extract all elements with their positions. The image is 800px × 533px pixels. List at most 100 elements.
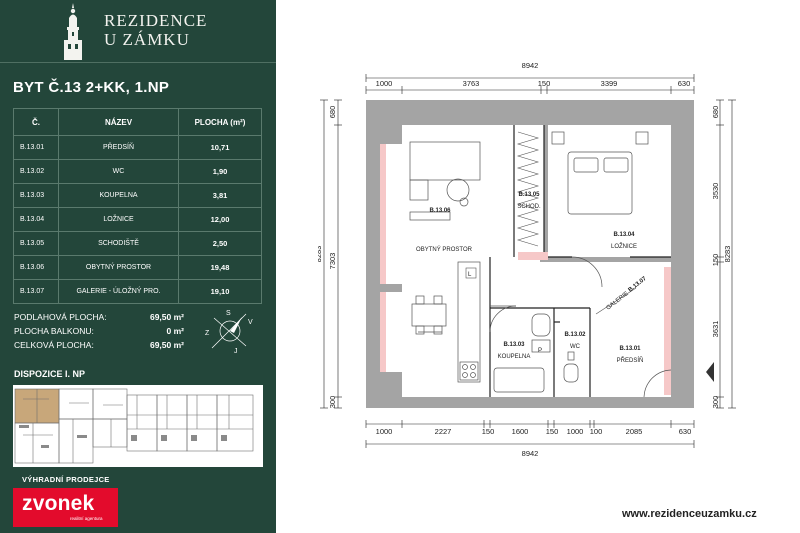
disposition-title: DISPOZICE I. NP: [14, 369, 86, 379]
dim-bottom: 1000: [567, 427, 584, 436]
compass-north: S: [226, 310, 231, 317]
dim-top: 1000: [376, 79, 393, 88]
brand-line-2: U ZÁMKU: [104, 30, 190, 49]
dim-bottom: 630: [679, 427, 692, 436]
compass-east: V: [248, 319, 253, 326]
room-area: 2,50: [178, 231, 262, 256]
compass-icon: S V Z J: [205, 310, 253, 354]
room-code-05: B.13.05: [518, 192, 540, 198]
entrance-arrow-icon: [706, 362, 714, 382]
room-number: B.13.03: [13, 183, 59, 208]
dim-bottom-total: 8942: [522, 449, 539, 458]
info-panel: REZIDENCE U ZÁMKU BYT Č.13 2+KK, 1.NP Č.…: [0, 0, 276, 533]
room-name-03: KOUPELNA: [498, 354, 531, 360]
table-header-row: Č. NÁZEV PLOCHA (m²): [13, 108, 262, 136]
room-number: B.13.07: [13, 279, 59, 304]
site-plan-image: [13, 385, 263, 467]
dim-right-outer: 8283: [723, 246, 732, 263]
room-number: B.13.01: [13, 135, 59, 160]
bath-mark: P: [538, 348, 542, 354]
stair: [516, 131, 540, 247]
room-name-01: PŘEDSÍŇ: [617, 356, 644, 364]
dim-bottom: 1600: [512, 427, 529, 436]
room-code-01: B.13.01: [619, 346, 641, 352]
dim-top-total: 8942: [522, 61, 539, 70]
agency-name: zvonek: [22, 492, 95, 515]
gallery-arrow: [595, 287, 637, 315]
room-name-04: LOŽNICE: [611, 242, 637, 250]
summary-label: PLOCHA BALKONU:: [14, 326, 94, 336]
summary-value: 0 m²: [166, 326, 184, 336]
room-name: SCHODIŠTĚ: [58, 231, 179, 256]
dim-right: 680: [711, 106, 720, 119]
logo-area: REZIDENCE U ZÁMKU: [0, 0, 276, 63]
brand-line-1: REZIDENCE: [104, 11, 208, 30]
room-name: LOŽNICE: [58, 207, 179, 232]
dim-top: 630: [678, 79, 691, 88]
room-name: PŘEDSÍŇ: [58, 135, 179, 160]
room-number: B.13.02: [13, 159, 59, 184]
agency-logo: zvonek realitní agentura: [13, 488, 118, 527]
dim-bottom: 1000: [376, 427, 393, 436]
exclusive-seller-label: VÝHRADNÍ PRODEJCE: [22, 475, 110, 484]
room-area: 3,81: [178, 183, 262, 208]
website-url[interactable]: www.rezidenceuzamku.cz: [622, 508, 757, 520]
summary-balcony-area: PLOCHA BALKONU: 0 m²: [14, 324, 184, 338]
room-name: KOUPELNA: [58, 183, 179, 208]
dim-top: 3763: [463, 79, 480, 88]
dim-right: 300: [711, 396, 720, 409]
compass-west: Z: [205, 330, 210, 337]
room-name-05: SCHOD.: [517, 204, 541, 210]
room-number: B.13.04: [13, 207, 59, 232]
header-name: NÁZEV: [58, 108, 179, 136]
room-name-02: WC: [570, 344, 581, 350]
floor-plan: 8942 1000 3763 150 3399 630 1000 2227 15…: [318, 61, 736, 458]
dim-bottom: 2227: [435, 427, 452, 436]
dim-right: 150: [711, 254, 720, 267]
dim-bottom: 150: [546, 427, 559, 436]
dim-left-outer: 8283: [318, 246, 323, 263]
dim-left: 300: [328, 396, 337, 409]
castle-tower-icon: [64, 3, 82, 60]
dim-bottom: 2085: [626, 427, 643, 436]
room-code-04: B.13.04: [613, 232, 635, 238]
brand-name: REZIDENCE U ZÁMKU: [104, 11, 207, 49]
room-name: WC: [58, 159, 179, 184]
room-code-02: B.13.02: [564, 332, 586, 338]
apartment-title: BYT Č.13 2+KK, 1.NP: [13, 79, 170, 96]
room-name-06: OBYTNÝ PROSTOR: [416, 246, 473, 253]
room-name: OBYTNÝ PROSTOR: [58, 255, 179, 280]
fridge-icon: [465, 267, 477, 279]
dim-top: 3399: [601, 79, 618, 88]
summary-total-area: CELKOVÁ PLOCHA:69,50 m²: [14, 338, 184, 352]
room-area: 12,00: [178, 207, 262, 232]
dim-right: 3631: [711, 321, 720, 338]
room-floors: [380, 125, 671, 397]
room-area: 10,71: [178, 135, 262, 160]
room-number: B.13.05: [13, 231, 59, 256]
summary-label: PODLAHOVÁ PLOCHA:: [14, 312, 107, 322]
header-area: PLOCHA (m²): [178, 108, 262, 136]
fridge-mark: L: [468, 272, 472, 278]
furniture: [409, 131, 672, 398]
room-area: 19,10: [178, 279, 262, 304]
header-number: Č.: [13, 108, 59, 136]
agency-tagline: realitní agentura: [70, 516, 103, 521]
room-code-03: B.13.03: [503, 342, 525, 348]
room-code-06: B.13.06: [429, 208, 451, 214]
area-summary: PODLAHOVÁ PLOCHA: 69,50 m² PLOCHA BALKONU…: [14, 310, 184, 352]
dim-bottom: 150: [482, 427, 495, 436]
summary-value: 69,50 m²: [149, 340, 184, 350]
partition-walls: [489, 125, 671, 397]
gallery-hatch: [380, 144, 671, 395]
room-area: 19,48: [178, 255, 262, 280]
dim-right: 3530: [711, 183, 720, 200]
compass-south: J: [234, 348, 238, 354]
